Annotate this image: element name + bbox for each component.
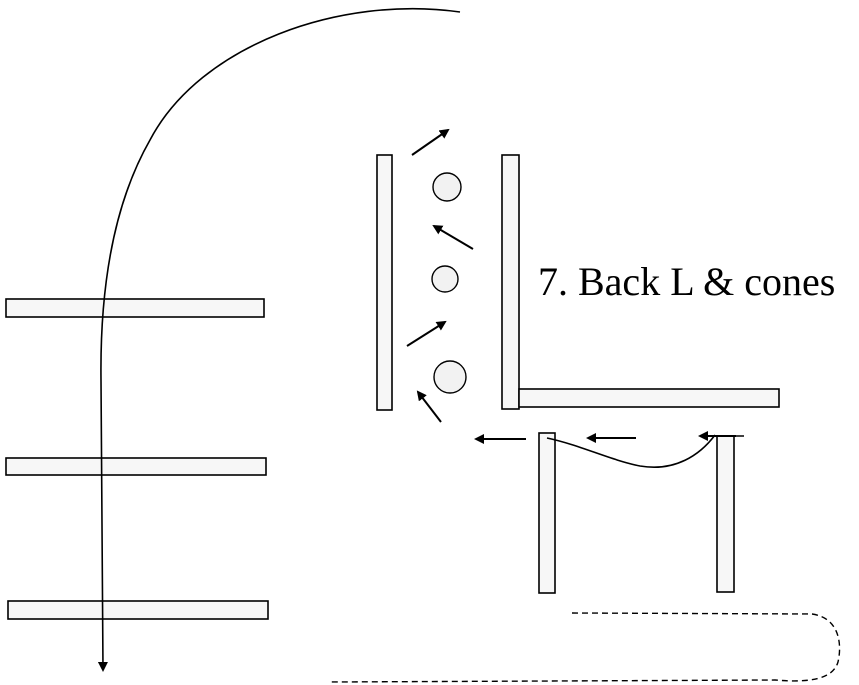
left-vertical-pole [376, 154, 393, 411]
cone-middle [431, 265, 459, 293]
arrow-up-left-bottom [416, 390, 442, 423]
right-vertical-pole [501, 154, 520, 410]
lower-right-pole [716, 435, 735, 593]
drill-title: 7. Back L & cones [538, 259, 836, 304]
cone-top [432, 172, 462, 202]
dashed-return-path [327, 612, 841, 683]
left-hurdle-bottom [7, 600, 269, 620]
lower-left-pole [538, 432, 556, 594]
back-l-horizontal-bar [518, 388, 780, 408]
left-hurdle-middle [5, 457, 267, 476]
arrow-up-right-lower [406, 320, 447, 347]
main-running-path [97, 7, 461, 672]
arrow-up-right-top [411, 128, 450, 156]
lower-connecting-wave [546, 434, 716, 468]
left-hurdle-top [5, 298, 265, 318]
arrow-up-left-middle [432, 224, 474, 250]
cone-bottom [433, 360, 467, 394]
